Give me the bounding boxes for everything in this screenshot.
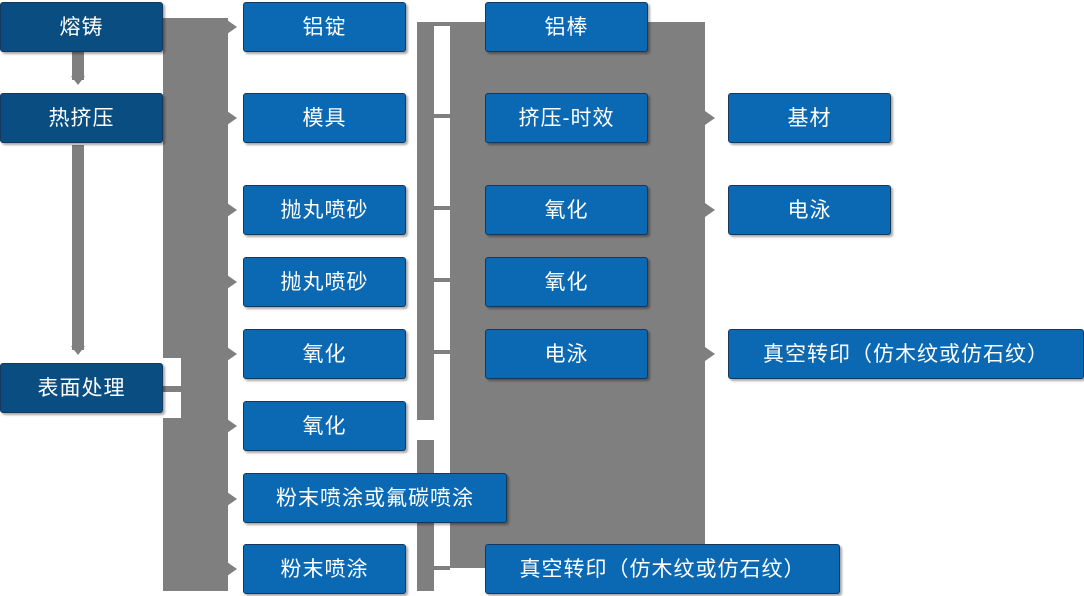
stage-label-2: 热挤压 bbox=[48, 106, 115, 130]
output-box-electrophoresis[interactable]: 电泳 bbox=[728, 185, 891, 235]
output-label-2: 电泳 bbox=[787, 198, 832, 222]
connector-stub-row-6 bbox=[434, 566, 450, 570]
arrowhead-to-process-1-icon bbox=[227, 20, 237, 34]
treatment-box-vacuum-transfer-print[interactable]: 真空转印（仿木纹或仿石纹） bbox=[485, 544, 840, 594]
stage-box-melting[interactable]: 熔铸 bbox=[0, 2, 163, 52]
treatment-label-1: 铝棒 bbox=[544, 15, 589, 39]
process-box-aluminum-ingot[interactable]: 铝锭 bbox=[243, 2, 406, 52]
treatment-label-4: 氧化 bbox=[544, 270, 589, 294]
connector-stub-row-5 bbox=[434, 350, 450, 354]
arrowhead-to-output-1-icon bbox=[705, 111, 715, 125]
treatment-box-oxidation-2[interactable]: 氧化 bbox=[485, 257, 648, 307]
connector-stub-row-2 bbox=[434, 114, 450, 118]
process-box-mold[interactable]: 模具 bbox=[243, 93, 406, 143]
process-box-shot-blasting-1[interactable]: 抛丸喷砂 bbox=[243, 185, 406, 235]
process-label-4: 抛丸喷砂 bbox=[280, 270, 369, 294]
arrowhead-to-process-2-icon bbox=[227, 111, 237, 125]
arrowhead-to-process-5-icon bbox=[227, 347, 237, 361]
treatment-label-3: 氧化 bbox=[544, 198, 589, 222]
process-box-shot-blasting-2[interactable]: 抛丸喷砂 bbox=[243, 257, 406, 307]
connector-bus-left bbox=[163, 18, 228, 591]
process-box-oxidation-1[interactable]: 氧化 bbox=[243, 329, 406, 379]
process-label-1: 铝锭 bbox=[302, 15, 347, 39]
connector-stage2-to-stage3 bbox=[72, 145, 84, 350]
treatment-box-aluminum-bar[interactable]: 铝棒 bbox=[485, 2, 648, 52]
treatment-label-5: 电泳 bbox=[544, 342, 589, 366]
treatment-label-6: 真空转印（仿木纹或仿石纹） bbox=[519, 557, 806, 581]
stage-label-3: 表面处理 bbox=[37, 376, 126, 400]
process-label-2: 模具 bbox=[302, 106, 347, 130]
arrowhead-to-process-4-icon bbox=[227, 275, 237, 289]
process-box-oxidation-2[interactable]: 氧化 bbox=[243, 401, 406, 451]
connector-stage3-stub bbox=[163, 386, 185, 392]
arrowhead-to-process-7-icon bbox=[227, 492, 237, 506]
arrowhead-stage1-to-stage2-icon bbox=[71, 76, 85, 85]
treatment-box-oxidation-1[interactable]: 氧化 bbox=[485, 185, 648, 235]
connector-stage1-to-stage2 bbox=[72, 52, 84, 80]
connector-stub-row-1 bbox=[434, 22, 450, 26]
connector-stub-row-3 bbox=[434, 206, 450, 210]
arrowhead-to-process-8-icon bbox=[227, 562, 237, 576]
stage-box-extrusion[interactable]: 热挤压 bbox=[0, 93, 163, 143]
process-label-6: 氧化 bbox=[302, 414, 347, 438]
arrowhead-to-process-3-icon bbox=[227, 203, 237, 217]
treatment-box-extrusion-aging[interactable]: 挤压-时效 bbox=[485, 93, 648, 143]
connector-stub-row-4 bbox=[434, 278, 450, 282]
arrowhead-stage2-to-stage3-icon bbox=[71, 346, 85, 355]
process-box-powder-or-fluorocarbon-coating[interactable]: 粉末喷涂或氟碳喷涂 bbox=[243, 473, 507, 523]
process-box-powder-coating[interactable]: 粉末喷涂 bbox=[243, 544, 406, 594]
stage-box-surface-treatment[interactable]: 表面处理 bbox=[0, 363, 163, 413]
process-label-3: 抛丸喷砂 bbox=[280, 198, 369, 222]
connector-rail-mid bbox=[417, 22, 434, 420]
treatment-label-2: 挤压-时效 bbox=[518, 106, 615, 130]
arrowhead-to-output-3-icon bbox=[705, 347, 715, 361]
stage-label-1: 熔铸 bbox=[59, 15, 104, 39]
output-label-1: 基材 bbox=[787, 106, 832, 130]
process-label-7: 粉末喷涂或氟碳喷涂 bbox=[276, 486, 474, 510]
output-box-vacuum-transfer-print[interactable]: 真空转印（仿木纹或仿石纹） bbox=[728, 329, 1084, 379]
treatment-box-electrophoresis[interactable]: 电泳 bbox=[485, 329, 648, 379]
arrowhead-to-output-2-icon bbox=[705, 203, 715, 217]
process-label-5: 氧化 bbox=[302, 342, 347, 366]
arrowhead-to-process-6-icon bbox=[227, 419, 237, 433]
output-label-3: 真空转印（仿木纹或仿石纹） bbox=[763, 342, 1049, 366]
process-label-8: 粉末喷涂 bbox=[280, 557, 369, 581]
output-box-substrate[interactable]: 基材 bbox=[728, 93, 891, 143]
